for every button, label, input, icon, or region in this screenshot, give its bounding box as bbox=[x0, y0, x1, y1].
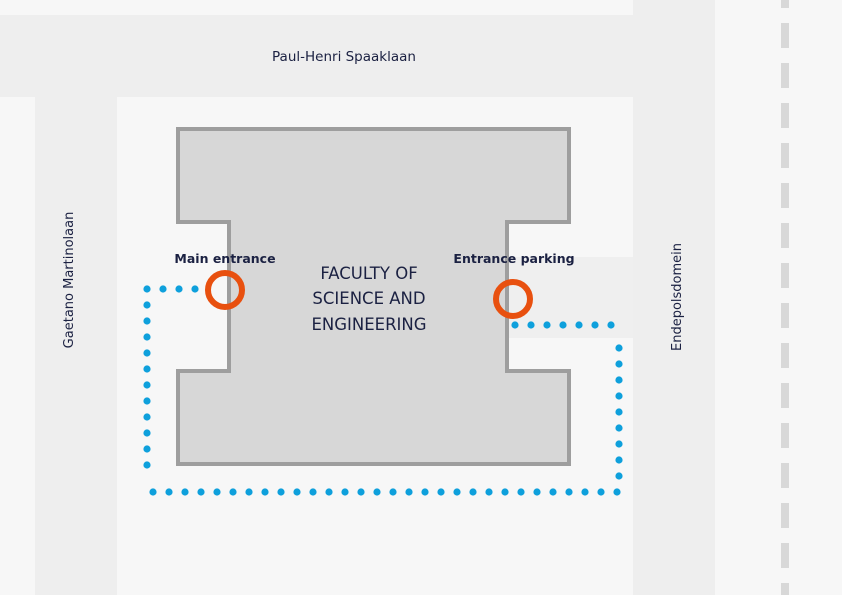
route-dot bbox=[165, 488, 173, 496]
route-dot bbox=[615, 392, 623, 400]
route-dot bbox=[543, 321, 551, 329]
building-label-line-2: SCIENCE AND bbox=[312, 289, 425, 308]
lane-dash bbox=[781, 263, 789, 288]
route-dot bbox=[469, 488, 477, 496]
lane-marking-dashed bbox=[781, 0, 789, 595]
lane-dash bbox=[781, 223, 789, 248]
route-dot bbox=[389, 488, 397, 496]
lane-dash bbox=[781, 183, 789, 208]
route-dot bbox=[229, 488, 237, 496]
route-dot bbox=[293, 488, 301, 496]
parking-entrance-marker[interactable] bbox=[493, 279, 533, 319]
route-dot bbox=[143, 413, 151, 421]
route-dot bbox=[159, 285, 167, 293]
route-dot bbox=[405, 488, 413, 496]
lane-dash bbox=[781, 23, 789, 48]
road-endepolsdomein bbox=[633, 0, 715, 595]
route-dot bbox=[197, 488, 205, 496]
street-label-top: Paul-Henri Spaaklaan bbox=[272, 49, 416, 65]
lane-dash bbox=[781, 143, 789, 168]
route-dot bbox=[421, 488, 429, 496]
route-dot bbox=[341, 488, 349, 496]
route-dot bbox=[277, 488, 285, 496]
lane-dash bbox=[781, 63, 789, 88]
route-dot bbox=[533, 488, 541, 496]
lane-dash bbox=[781, 0, 789, 8]
route-dot bbox=[615, 408, 623, 416]
route-dot bbox=[357, 488, 365, 496]
route-dot bbox=[517, 488, 525, 496]
route-dot bbox=[613, 488, 621, 496]
street-label-left: Gaetano Martinolaan bbox=[62, 212, 77, 349]
route-dot bbox=[575, 321, 583, 329]
route-dot bbox=[191, 285, 199, 293]
route-dot bbox=[143, 381, 151, 389]
route-dot bbox=[143, 317, 151, 325]
route-dot bbox=[143, 365, 151, 373]
route-dot bbox=[143, 349, 151, 357]
route-dot bbox=[615, 360, 623, 368]
route-dot bbox=[143, 333, 151, 341]
route-dot bbox=[453, 488, 461, 496]
route-dot bbox=[511, 321, 519, 329]
route-dot bbox=[607, 321, 615, 329]
road-gaetano-martinolaan bbox=[35, 97, 117, 595]
route-dot bbox=[549, 488, 557, 496]
lane-dash bbox=[781, 543, 789, 568]
faculty-building bbox=[176, 127, 571, 466]
route-dot bbox=[181, 488, 189, 496]
route-dot bbox=[143, 461, 151, 469]
route-dot bbox=[615, 344, 623, 352]
route-dot bbox=[149, 488, 157, 496]
building-label-line-3: ENGINEERING bbox=[311, 315, 426, 334]
route-dot bbox=[501, 488, 509, 496]
route-dot bbox=[615, 440, 623, 448]
route-dot bbox=[261, 488, 269, 496]
lane-dash bbox=[781, 423, 789, 448]
main-entrance-marker[interactable] bbox=[205, 270, 245, 310]
building-label-line-1: FACULTY OF bbox=[320, 264, 417, 283]
route-dot bbox=[213, 488, 221, 496]
parking-entrance-label: Entrance parking bbox=[453, 251, 574, 266]
route-dot bbox=[143, 445, 151, 453]
route-dot bbox=[615, 376, 623, 384]
route-dot bbox=[175, 285, 183, 293]
route-dot bbox=[143, 429, 151, 437]
route-dot bbox=[143, 301, 151, 309]
main-entrance-label: Main entrance bbox=[174, 251, 275, 266]
route-dot bbox=[143, 285, 151, 293]
route-dot bbox=[559, 321, 567, 329]
route-dot bbox=[485, 488, 493, 496]
route-dot bbox=[309, 488, 317, 496]
route-dot bbox=[615, 424, 623, 432]
route-dot bbox=[591, 321, 599, 329]
route-dot bbox=[565, 488, 573, 496]
route-dot bbox=[325, 488, 333, 496]
lane-dash bbox=[781, 583, 789, 595]
route-dot bbox=[437, 488, 445, 496]
road-paul-henri-spaaklaan bbox=[0, 15, 633, 97]
route-dot bbox=[143, 397, 151, 405]
walking-route bbox=[143, 285, 623, 496]
route-dot bbox=[527, 321, 535, 329]
lane-dash bbox=[781, 303, 789, 328]
route-dot bbox=[615, 456, 623, 464]
lane-dash bbox=[781, 503, 789, 528]
route-dot bbox=[615, 472, 623, 480]
lane-dash bbox=[781, 343, 789, 368]
lane-dash bbox=[781, 103, 789, 128]
route-dot bbox=[581, 488, 589, 496]
lane-dash bbox=[781, 383, 789, 408]
street-label-right: Endepolsdomein bbox=[670, 243, 685, 351]
route-dot bbox=[373, 488, 381, 496]
route-dot bbox=[597, 488, 605, 496]
route-dot bbox=[245, 488, 253, 496]
lane-dash bbox=[781, 463, 789, 488]
